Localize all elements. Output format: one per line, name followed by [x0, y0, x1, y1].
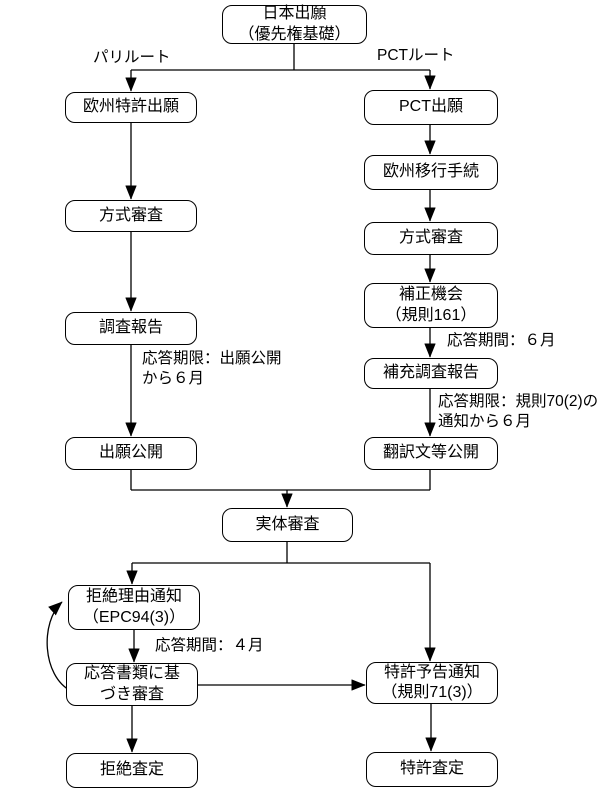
node-publication: 出願公開 — [65, 437, 197, 470]
node-grant-decision: 特許査定 — [366, 752, 498, 787]
annotation-rejection-response-period: 応答期間：４月 — [155, 637, 264, 654]
node-jp-application-line1: 日本出願 — [262, 5, 327, 23]
annotation-rule161-period: 応答期間：６月 — [447, 332, 556, 349]
annotation-publication-deadline: 応答期限：出願公開 から６月 — [142, 349, 282, 389]
node-supplementary-search-report: 補充調査報告 — [364, 358, 498, 389]
annotation-publication-deadline-line2: から６月 — [142, 370, 205, 388]
node-substantive-exam: 実体審査 — [222, 508, 353, 542]
node-amendment-line2: （規則161） — [385, 306, 477, 324]
annotation-rule70-deadline: 応答期限：規則70(2)の 通知から６月 — [438, 392, 598, 432]
annotation-rule70-deadline-line1: 応答期限：規則70(2)の — [438, 393, 599, 410]
route-label-pct: PCTルート — [377, 47, 455, 64]
annotation-publication-deadline-line1: 応答期限：出願公開 — [142, 350, 282, 367]
annotation-rule70-deadline-line2: 通知から６月 — [438, 413, 532, 431]
node-grant-notice-line2: （規則71(3)） — [381, 684, 483, 701]
node-grant-intent-notice: 特許予告通知 （規則71(3)） — [366, 662, 498, 704]
node-ep-application: 欧州特許出願 — [65, 92, 197, 123]
node-amendment-opportunity: 補正機会 （規則161） — [364, 283, 498, 328]
node-response-exam-line2: づき審査 — [99, 685, 164, 703]
loop-response-to-notice — [46, 601, 72, 692]
node-jp-application: 日本出願 （優先権基礎） — [222, 5, 367, 44]
node-amendment-line1: 補正機会 — [398, 286, 463, 304]
node-rejection-notice-line2: （EPC94(3)） — [82, 608, 186, 626]
node-rejection-decision: 拒絶査定 — [66, 753, 198, 788]
node-response-based-exam: 応答書類に基 づき審査 — [66, 663, 198, 706]
node-rejection-notice-line1: 拒絶理由通知 — [85, 588, 182, 606]
node-translation-publication: 翻訳文等公開 — [364, 437, 498, 470]
node-ep-entry: 欧州移行手続 — [364, 155, 498, 190]
node-pct-application: PCT出願 — [364, 90, 498, 125]
node-jp-application-line2: （優先権基礎） — [238, 25, 351, 43]
node-response-exam-line1: 応答書類に基 — [83, 665, 180, 683]
node-rejection-reason-notice: 拒絶理由通知 （EPC94(3)） — [68, 585, 200, 630]
node-formal-exam-left: 方式審査 — [65, 200, 197, 232]
node-search-report: 調査報告 — [65, 312, 197, 345]
route-label-paris: パリルート — [93, 49, 171, 66]
node-grant-notice-line1: 特許予告通知 — [383, 663, 480, 681]
node-formal-exam-right: 方式審査 — [364, 222, 498, 255]
